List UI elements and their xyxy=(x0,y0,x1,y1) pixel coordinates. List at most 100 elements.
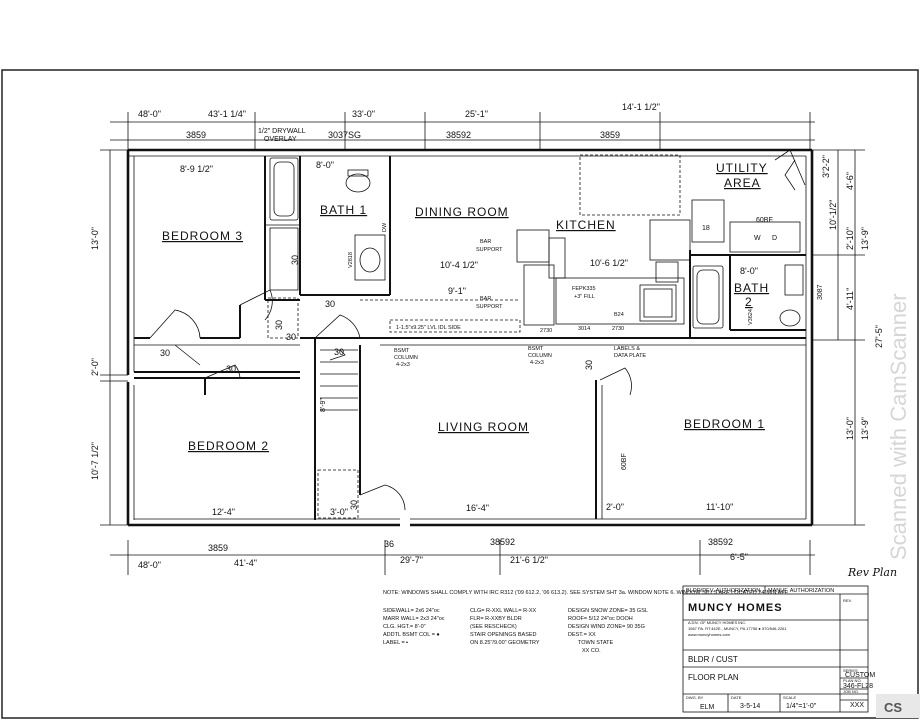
dim-30-stair: 30 xyxy=(334,347,344,357)
dim-9-1: 9'-1" xyxy=(448,286,466,296)
dryer: D xyxy=(772,235,777,242)
room-kitchen: KITCHEN xyxy=(556,218,616,232)
tb-plan-no: 346-FL28 xyxy=(843,683,873,690)
bottom-dim-3: 29'-7" xyxy=(400,555,423,565)
window-3087: 3087 xyxy=(817,284,824,300)
tb-scale: 1/4"=1'-0" xyxy=(786,703,817,710)
top-window-2: 3037SG xyxy=(328,130,361,140)
dim-3-0: 3'-0" xyxy=(330,507,348,517)
labels-plate-1: LABELS & xyxy=(614,346,640,352)
room-utility-2: AREA xyxy=(724,176,761,190)
svg-text:DESIGN SNOW ZONE= 35 GSL: DESIGN SNOW ZONE= 35 GSL xyxy=(568,608,648,614)
fepk-2: +3" FILL xyxy=(574,294,595,300)
room-living: LIVING ROOM xyxy=(438,420,529,434)
drywall-note-1: 1/2" DRYWALL xyxy=(258,128,306,135)
bottom-dim-1: 48'-0" xyxy=(138,560,161,570)
right-dim-7: 27'-5" xyxy=(874,325,884,348)
bar-support-2a: BAR xyxy=(480,296,491,302)
bottom-dim-5: 6'-5" xyxy=(730,552,748,562)
title-block xyxy=(682,585,869,713)
bsmt-col-2a: BSMT xyxy=(528,346,544,352)
cab-2730a: 2730 xyxy=(540,328,552,334)
tb-rev: REV. xyxy=(843,598,852,603)
washer: W xyxy=(754,235,761,242)
top-window-4: 3859 xyxy=(600,130,620,140)
dim-30-bed2: 30 xyxy=(226,364,236,374)
right-dim-8: 13'-0" xyxy=(845,417,855,440)
kitchen-fixtures xyxy=(516,199,801,326)
room-bath-2a: BATH xyxy=(734,281,769,295)
bottom-dim-2: 41'-4" xyxy=(234,558,257,568)
bar-support-1a: BAR xyxy=(480,239,491,245)
dim-18: 18 xyxy=(702,225,710,232)
cab-b24: B24 xyxy=(614,312,624,318)
svg-text:CLG. HGT.= 8'-0": CLG. HGT.= 8'-0" xyxy=(383,624,426,630)
dw-note: DW xyxy=(382,222,388,232)
tb-address-3: www.muncyhomes.com xyxy=(688,632,731,637)
dim-8-9: 8'-9 1/2" xyxy=(180,164,213,174)
lvl-note: 1-1.5"x9.25" LVL IDL SIDE xyxy=(396,325,461,331)
stairs xyxy=(320,349,358,411)
top-dim-5: 14'-1 1/2" xyxy=(622,102,660,112)
tb-label-dwg: DWG. BY xyxy=(686,695,704,700)
dim-11-10: 11'-10" xyxy=(706,502,733,512)
bottom-window-3: 38592 xyxy=(708,537,733,547)
svg-text:CLG= R-XXL WALL= R-XX: CLG= R-XXL WALL= R-XX xyxy=(470,608,537,614)
cab-2730b: 2730 xyxy=(612,326,624,332)
bath1-fixtures xyxy=(269,157,386,291)
tb-bldr-auth: BLDR/DEV. AUTHORIZATION xyxy=(686,588,760,594)
left-dim-3: 10'-7 1/2" xyxy=(90,442,100,480)
drywall-note-2: OVERLAY xyxy=(264,136,297,143)
tb-floor-plan: FLOOR PLAN xyxy=(688,673,739,682)
svg-text:FLR= R-XXBY BLDR: FLR= R-XXBY BLDR xyxy=(470,616,522,622)
vanity-v2818: V2818 xyxy=(348,252,354,268)
top-dim-4: 25'-1" xyxy=(465,109,488,119)
right-dim-2: 4'-6" xyxy=(845,172,855,190)
fepk-1: FEPK335 xyxy=(572,286,596,292)
dim-8-0a: 8'-0" xyxy=(316,160,334,170)
bsmt-col-2c: 4-2x3 xyxy=(530,360,544,366)
bar-support-2b: SUPPORT xyxy=(476,304,503,310)
tb-manuf-auth: MANUF. AUTHORIZATION xyxy=(768,588,834,594)
dim-30-bath: 30 xyxy=(290,255,300,265)
tb-address-2: 1567 PA. RT.442E., MUNCY, PA 17756 ● 570… xyxy=(688,626,787,631)
dim-30-bed: 30 xyxy=(160,348,170,358)
svg-text:MARR WALL= 2x3 24"oc: MARR WALL= 2x3 24"oc xyxy=(383,616,445,622)
bsmt-col-2b: COLUMN xyxy=(528,353,552,359)
tb-company: MUNCY HOMES xyxy=(688,602,783,614)
left-dimension-lines xyxy=(100,149,128,526)
tb-date: 3-5-14 xyxy=(740,703,760,710)
left-dim-2: 2'-0" xyxy=(90,358,100,376)
dim-30-bed1: 30 xyxy=(584,360,594,370)
svg-text:DEST.= XX: DEST.= XX xyxy=(568,632,596,638)
room-bedroom-2: BEDROOM 2 xyxy=(188,439,269,453)
spec-left: SIDEWALL= 2x6 24"oc MARR WALL= 2x3 24"oc… xyxy=(383,608,445,646)
dashed-elements xyxy=(267,154,681,519)
svg-text:ON 8.25"/9.00" GEOMETRY: ON 8.25"/9.00" GEOMETRY xyxy=(470,640,540,646)
dim-30-c2: 30 xyxy=(286,332,296,342)
top-dimension-lines xyxy=(110,112,815,150)
labels-plate-2: DATA PLATE xyxy=(614,353,646,359)
tb-model: ELM xyxy=(700,704,715,711)
dim-60bf-2: 60BF xyxy=(756,217,773,224)
camscanner-badge xyxy=(876,694,920,718)
right-dim-5: 13'-9" xyxy=(860,227,870,250)
tb-label-series: SERIES xyxy=(843,668,858,673)
top-dim-2: 43'-1 1/4" xyxy=(208,109,246,119)
top-dim-3: 33'-0" xyxy=(352,109,375,119)
door-swings xyxy=(149,149,806,511)
dim-12-4: 12'-4" xyxy=(212,507,235,517)
spec-right: DESIGN SNOW ZONE= 35 GSL ROOF= 5/12 24"o… xyxy=(568,608,648,654)
tb-label-scale: SCALE xyxy=(783,695,796,700)
tb-label-plan: PLAN NO. xyxy=(843,678,862,683)
svg-text:XX CO.: XX CO. xyxy=(582,648,601,654)
tb-label-date: DATE xyxy=(731,695,742,700)
sheet-border xyxy=(1,69,919,719)
dim-10-4: 10'-4 1/2" xyxy=(440,260,478,270)
dim-8-9v: 8'-9" xyxy=(320,398,327,412)
camscanner-watermark: Scanned with CamScanner xyxy=(886,293,911,560)
bottom-window-2: 38592 xyxy=(490,537,515,547)
room-dining: DINING ROOM xyxy=(415,205,509,219)
dim-30-hall: 30 xyxy=(325,299,335,309)
